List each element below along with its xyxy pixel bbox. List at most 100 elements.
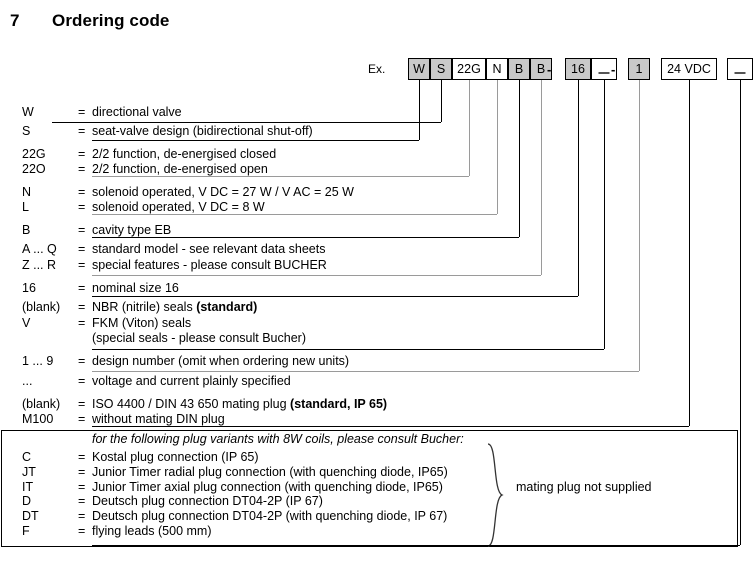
legend-description: ISO 4400 / DIN 43 650 mating plug (stand… [92,397,388,411]
legend-key: W [22,105,34,119]
legend-key: V [22,316,31,330]
legend-equals: = [78,524,86,538]
legend-key: D [22,494,32,508]
leader-vertical [689,80,690,426]
legend-description: (special seals - please consult Bucher) [92,331,306,345]
leader-vertical [740,80,741,545]
code-box-3: N [486,58,508,80]
legend-equals: = [78,200,86,214]
leader-vertical [541,80,542,275]
legend-key: 22O [22,162,46,176]
legend-description: 2/2 function, de-energised closed [92,147,277,161]
legend-key: S [22,124,31,138]
code-box-0: W [408,58,430,80]
legend-equals: = [78,509,86,523]
leader-vertical [469,80,470,176]
legend-equals: = [78,354,86,368]
legend-description: NBR (nitrile) seals (standard) [92,300,258,314]
legend-key: M100 [22,412,54,426]
legend-equals: = [78,494,86,508]
example-label: Ex. [368,62,386,76]
legend-description: Junior Timer axial plug connection (with… [92,480,443,494]
legend-description-emphasis: (standard) [196,300,258,314]
leader-vertical [639,80,640,371]
legend-key: (blank) [22,300,61,314]
legend-equals: = [78,374,86,388]
code-box-6: 16 [565,58,591,80]
legend-equals: = [78,412,86,426]
legend-description: Deutsch plug connection DT04-2P (with qu… [92,509,448,523]
legend-description: nominal size 16 [92,281,179,295]
code-box-2: 22G [452,58,486,80]
code-box-4: B [508,58,530,80]
legend-key: 16 [22,281,36,295]
plug-note-text: mating plug not supplied [516,480,652,494]
leader-horizontal [52,122,441,123]
code-box-9: 24 VDC [661,58,717,80]
brace-bracket [487,443,504,547]
legend-description: for the following plug variants with 8W … [92,432,464,446]
section-number: 7 [10,11,20,30]
legend-description: flying leads (500 mm) [92,524,212,538]
legend-key: IT [22,480,34,494]
legend-equals: = [78,242,86,256]
legend-description: without mating DIN plug [92,412,225,426]
leader-horizontal [92,426,689,427]
code-box-8: 1 [628,58,650,80]
legend-description: Kostal plug connection (IP 65) [92,450,259,464]
leader-vertical [578,80,579,296]
leader-vertical [441,80,442,122]
legend-key: F [22,524,30,538]
leader-horizontal [92,214,497,215]
leader-horizontal [92,545,740,546]
legend-description: solenoid operated, V DC = 27 W / V AC = … [92,185,354,199]
legend-description: Deutsch plug connection DT04-2P (IP 67) [92,494,323,508]
legend-description: standard model - see relevant data sheet… [92,242,326,256]
leader-horizontal [92,237,519,238]
legend-equals: = [78,397,86,411]
legend-description: seat-valve design (bidirectional shut-of… [92,124,313,138]
legend-equals: = [78,450,86,464]
code-separator-1: - [611,62,616,77]
legend-equals: = [78,105,86,119]
legend-description: design number (omit when ordering new un… [92,354,350,368]
code-box-5: B [530,58,552,80]
plug-variants-frame [1,430,738,547]
legend-description-emphasis: (standard, IP 65) [290,397,388,411]
legend-key: Z ... R [22,258,57,272]
legend-description: voltage and current plainly specified [92,374,291,388]
legend-description: 2/2 function, de-energised open [92,162,268,176]
legend-key: L [22,200,29,214]
legend-equals: = [78,258,86,272]
legend-description: cavity type EB [92,223,172,237]
leader-horizontal [92,349,604,350]
leader-horizontal [92,140,419,141]
code-box-1: S [430,58,452,80]
leader-vertical [497,80,498,214]
leader-horizontal [92,296,578,297]
legend-key: DT [22,509,39,523]
legend-description: directional valve [92,105,182,119]
legend-key: ... [22,374,33,388]
legend-equals: = [78,223,86,237]
legend-equals: = [78,480,86,494]
legend-key: 1 ... 9 [22,354,54,368]
section-title: Ordering code [52,11,170,30]
legend-description: FKM (Viton) seals [92,316,192,330]
leader-vertical [604,80,605,349]
code-box-7 [591,58,617,80]
legend-key: N [22,185,32,199]
legend-equals: = [78,162,86,176]
legend-key: A ... Q [22,242,57,256]
legend-description: special features - please consult BUCHER [92,258,327,272]
legend-equals: = [78,124,86,138]
leader-horizontal [92,176,469,177]
code-separator-0: - [547,62,552,77]
leader-horizontal [92,371,639,372]
legend-description: solenoid operated, V DC = 8 W [92,200,265,214]
leader-horizontal [92,275,541,276]
legend-equals: = [78,300,86,314]
legend-equals: = [78,281,86,295]
